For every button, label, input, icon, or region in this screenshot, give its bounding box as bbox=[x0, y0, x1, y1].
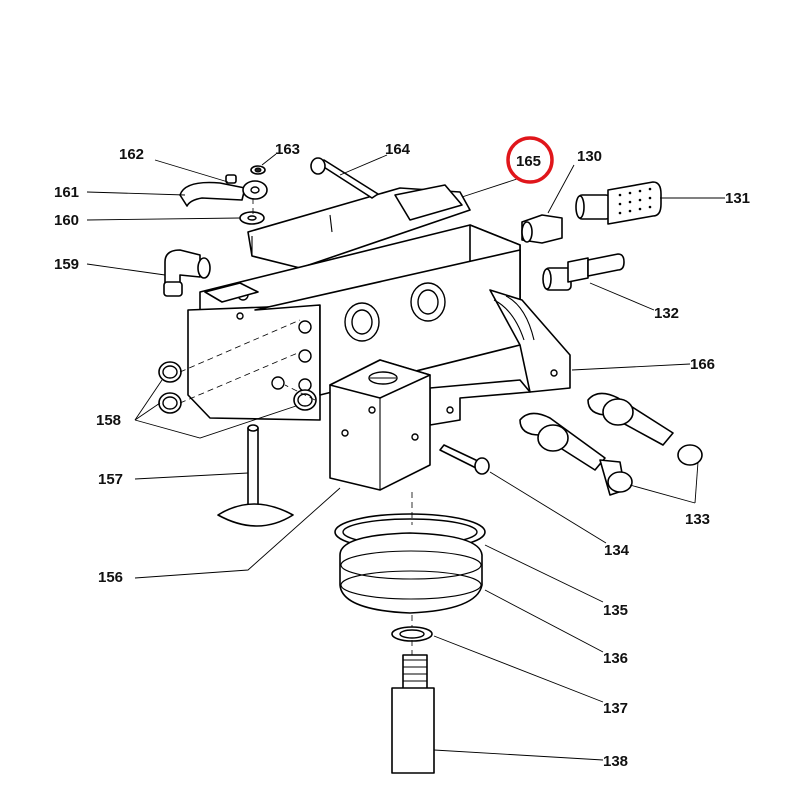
highlight-circle bbox=[506, 136, 554, 184]
screw-134-part bbox=[439, 444, 490, 475]
label-163: 163 bbox=[275, 141, 300, 158]
pin-157-part bbox=[217, 424, 294, 527]
hook-bracket-part bbox=[179, 165, 268, 225]
label-164: 164 bbox=[385, 141, 411, 158]
stud-bolts-133-part bbox=[519, 392, 703, 496]
label-161: 161 bbox=[54, 184, 79, 201]
label-137: 137 bbox=[603, 700, 628, 717]
long-bolt-part bbox=[310, 157, 379, 199]
label-165: 165 bbox=[516, 153, 541, 170]
label-159: 159 bbox=[54, 256, 79, 273]
label-156: 156 bbox=[98, 569, 123, 586]
label-157: 157 bbox=[98, 471, 123, 488]
fitting-130-part bbox=[521, 214, 563, 244]
label-160: 160 bbox=[54, 212, 79, 229]
valve-body-part bbox=[187, 224, 571, 426]
leader-lines bbox=[86, 153, 725, 761]
alignment-lines bbox=[179, 198, 413, 655]
top-plate-part bbox=[247, 184, 471, 269]
label-134: 134 bbox=[604, 542, 630, 559]
label-138: 138 bbox=[603, 753, 628, 770]
label-133: 133 bbox=[685, 511, 710, 528]
part-number-labels: 162 163 164 165 130 131 161 160 159 132 … bbox=[54, 141, 750, 770]
elbow-fitting-part bbox=[163, 249, 211, 297]
o-rings-part bbox=[158, 361, 317, 414]
fitting-132-part bbox=[542, 253, 625, 291]
label-162: 162 bbox=[119, 146, 144, 163]
pulley-136-part bbox=[339, 532, 483, 614]
silencer-131-part bbox=[575, 181, 662, 225]
label-132: 132 bbox=[654, 305, 679, 322]
label-131: 131 bbox=[725, 190, 750, 207]
label-166: 166 bbox=[690, 356, 715, 373]
label-158: 158 bbox=[96, 412, 121, 429]
washer-137-part bbox=[391, 626, 433, 642]
label-135: 135 bbox=[603, 602, 628, 619]
label-130: 130 bbox=[577, 148, 602, 165]
label-136: 136 bbox=[603, 650, 628, 667]
manifold-block-part bbox=[329, 359, 431, 491]
shaft-138-part bbox=[391, 654, 435, 774]
